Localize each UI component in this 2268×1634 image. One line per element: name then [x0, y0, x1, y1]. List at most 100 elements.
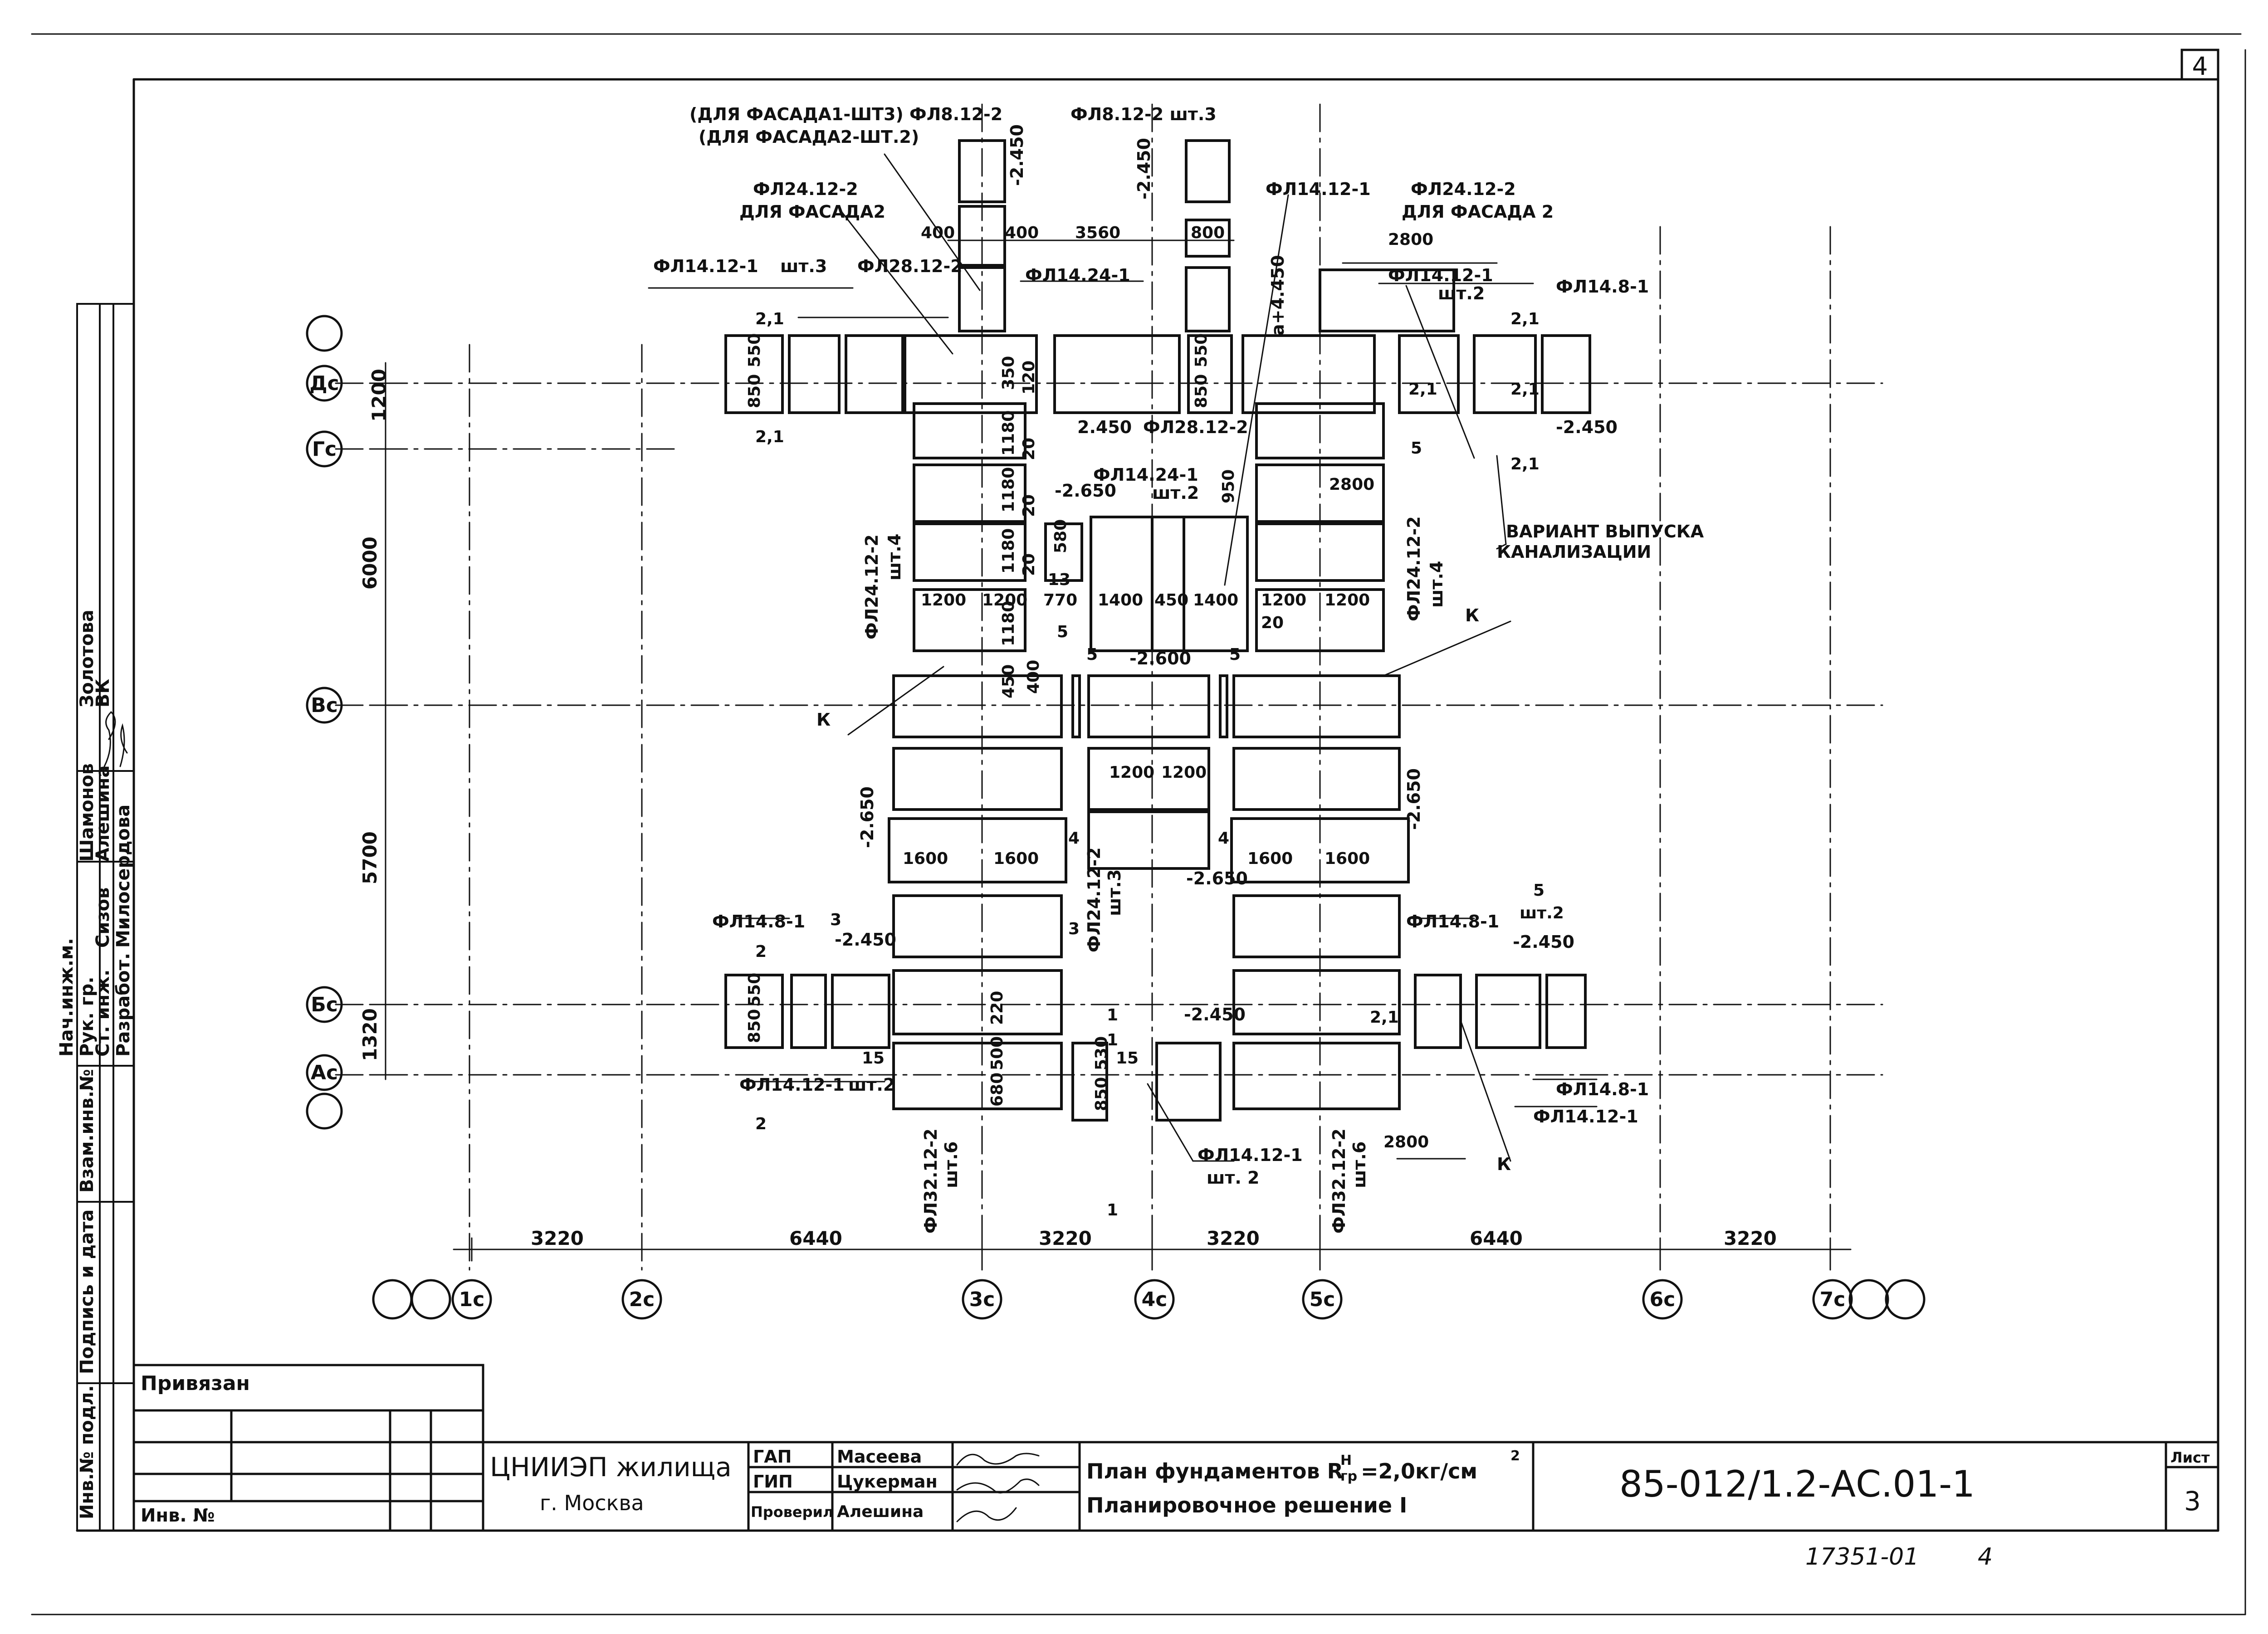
d1: 1: [1107, 1006, 1118, 1024]
tb-code: 85-012/1.2-АС.01-1: [1619, 1463, 1975, 1505]
d1b: 1: [1107, 1201, 1118, 1219]
axis-bubbles: [306, 315, 1926, 1320]
note-fl24-r1: ФЛ24.12-2: [1411, 179, 1516, 199]
d2_1c: 2,1: [1408, 380, 1437, 399]
d5sh: 5: [1533, 881, 1545, 900]
note-fl24-right: ФЛ24.12-2: [1404, 516, 1424, 621]
note-fl14-c: ФЛ14.12-1: [1198, 1145, 1303, 1165]
d5sh2: шт.2: [1520, 904, 1564, 922]
elev-5: -2.650: [1055, 481, 1116, 501]
axis-label-gc: Гс: [312, 438, 337, 461]
d2_1d: 2,1: [1510, 380, 1540, 399]
note-k-bottom: К: [1497, 1154, 1511, 1174]
note-fl24-l1: ФЛ24.12-2: [753, 179, 858, 199]
d1200c: 1200: [1261, 591, 1306, 610]
d2800: 2800: [1388, 230, 1433, 249]
stamp-podpis: Подпись и дата: [77, 1210, 98, 1374]
d550b: 550: [1192, 333, 1211, 367]
elev-10: -2.450: [835, 930, 896, 950]
d1180b: 1180: [999, 467, 1018, 512]
note-fl28-mid: ФЛ28.12-2: [1143, 417, 1248, 437]
dim-1200: 1200: [368, 369, 390, 422]
d2b: 2: [755, 1115, 767, 1133]
stamp-sizov: Сизов: [93, 888, 113, 948]
d220: 220: [988, 991, 1007, 1025]
foundation-blocks: [724, 139, 1591, 1122]
d1200a: 1200: [921, 591, 966, 610]
d1c: 1: [1107, 1031, 1118, 1049]
d1600c: 1600: [1247, 849, 1293, 868]
d3560: 3560: [1075, 224, 1120, 242]
stamp-zolotova: Золотова: [77, 610, 98, 707]
d5b: 5: [1086, 645, 1098, 664]
axis-bubble-labels: Дс Гс Вс Бс Ас 1c 2c 3c 4c 5c 6c 7c: [309, 372, 1845, 1311]
tb-name-1: Масеева: [837, 1447, 922, 1467]
d680: 680: [988, 1073, 1007, 1107]
sheet-corner-number: 4: [2192, 52, 2208, 81]
note-fl14-24-mid: ФЛ14.24-1: [1093, 465, 1198, 485]
d1600a: 1600: [903, 849, 948, 868]
side-stamp-texts: Инв.№ подл. Подпись и дата Взам.инв.№ Ст…: [56, 610, 134, 1519]
dim-6440-a: 6440: [789, 1227, 842, 1249]
d15a: 15: [862, 1049, 885, 1068]
note-sht2-bl: шт.2: [848, 1075, 895, 1095]
note-sht6-l: шт.6: [941, 1141, 961, 1188]
tb-inv: Инв. №: [141, 1505, 215, 1526]
d1180d: 1180: [999, 601, 1018, 646]
note-fl14-8-r: ФЛ14.8-1: [1406, 912, 1499, 932]
axis-label-2c: 2c: [629, 1288, 655, 1311]
d1600d: 1600: [1325, 849, 1370, 868]
tb-title-2: Планировочное решение I: [1086, 1493, 1407, 1517]
stamp-aleshina: Алешина: [93, 765, 113, 862]
d2800c: 2800: [1383, 1133, 1429, 1151]
d2a: 2: [755, 942, 767, 961]
note-fl14-right: ФЛ14.12-1: [1388, 265, 1493, 285]
d450v: 450: [999, 664, 1018, 698]
title-block-texts: Привязан Инв. № ЦНИИЭП жилища г. Москва …: [141, 1372, 2210, 1571]
note-k-left: К: [816, 710, 831, 730]
note-sht4-left: шт.4: [885, 534, 904, 580]
stamp-vk: ВК: [93, 679, 113, 707]
d4b: 4: [1218, 829, 1229, 848]
elevation-texts: -2.450 -2.450 2.450 -2.450 -2.650 -2.600…: [835, 124, 1618, 1024]
tb-footer-page: 4: [1978, 1543, 1993, 1571]
d13: 13: [1048, 571, 1070, 589]
stamp-miloserdova: Милосердова: [113, 805, 134, 948]
tb-title-sup: Н: [1340, 1453, 1352, 1468]
tb-role-1: ГАП: [753, 1447, 792, 1467]
elev-2: -2.450: [1134, 138, 1154, 200]
note-fl14-12-br: ФЛ14.12-1: [1533, 1107, 1638, 1127]
d2_1g: 2,1: [1370, 1008, 1399, 1027]
tb-title-sub: гр: [1340, 1468, 1357, 1484]
note-sht3-c: шт.3: [1105, 869, 1124, 916]
dim-5700: 5700: [359, 831, 381, 884]
axis-label-1c: 1c: [459, 1288, 485, 1311]
d1400a: 1400: [1098, 591, 1143, 610]
tb-title-1: План фундаментов R: [1086, 1459, 1343, 1483]
note-fl14-8-top: ФЛ14.8-1: [1556, 277, 1649, 297]
d950: 950: [1219, 469, 1238, 503]
tb-title-rest: =2,0кг/см: [1361, 1459, 1477, 1483]
d120: 120: [1020, 361, 1038, 395]
d550c: 550: [745, 973, 764, 1007]
axis-label-5c: 5c: [1310, 1288, 1335, 1311]
d850a: 850: [745, 374, 764, 408]
d15b: 15: [1116, 1049, 1139, 1068]
elev-13: a+4.450: [1268, 255, 1288, 336]
tb-name-2: Цукерман: [837, 1472, 938, 1492]
elev-9: -2.650: [1186, 868, 1248, 888]
note-fl24-left: ФЛ24.12-2: [862, 534, 882, 639]
dim-1320: 1320: [359, 1008, 381, 1061]
note-fl14-24: ФЛ14.24-1: [1025, 265, 1130, 285]
d1180a: 1180: [999, 410, 1018, 456]
d20b: 20: [1020, 494, 1038, 517]
dim-3220-c: 3220: [1207, 1227, 1260, 1249]
dim-texts: 1200 6000 5700 1320 3220 6440 3220 3220 …: [359, 369, 1777, 1249]
note-facade2: (ДЛЯ ФАСАДА2-ШТ.2): [699, 127, 919, 147]
note-fl14-top: ФЛ14.12-1: [1266, 179, 1371, 199]
note-variant-1: ВАРИАНТ ВЫПУСКА: [1506, 522, 1704, 541]
stamp-signatures: [103, 711, 128, 767]
leader-lines: [648, 153, 1598, 1162]
note-fl14-8-left: ФЛ14.8-1: [712, 912, 805, 932]
axis-label-vc: Вс: [311, 694, 338, 717]
